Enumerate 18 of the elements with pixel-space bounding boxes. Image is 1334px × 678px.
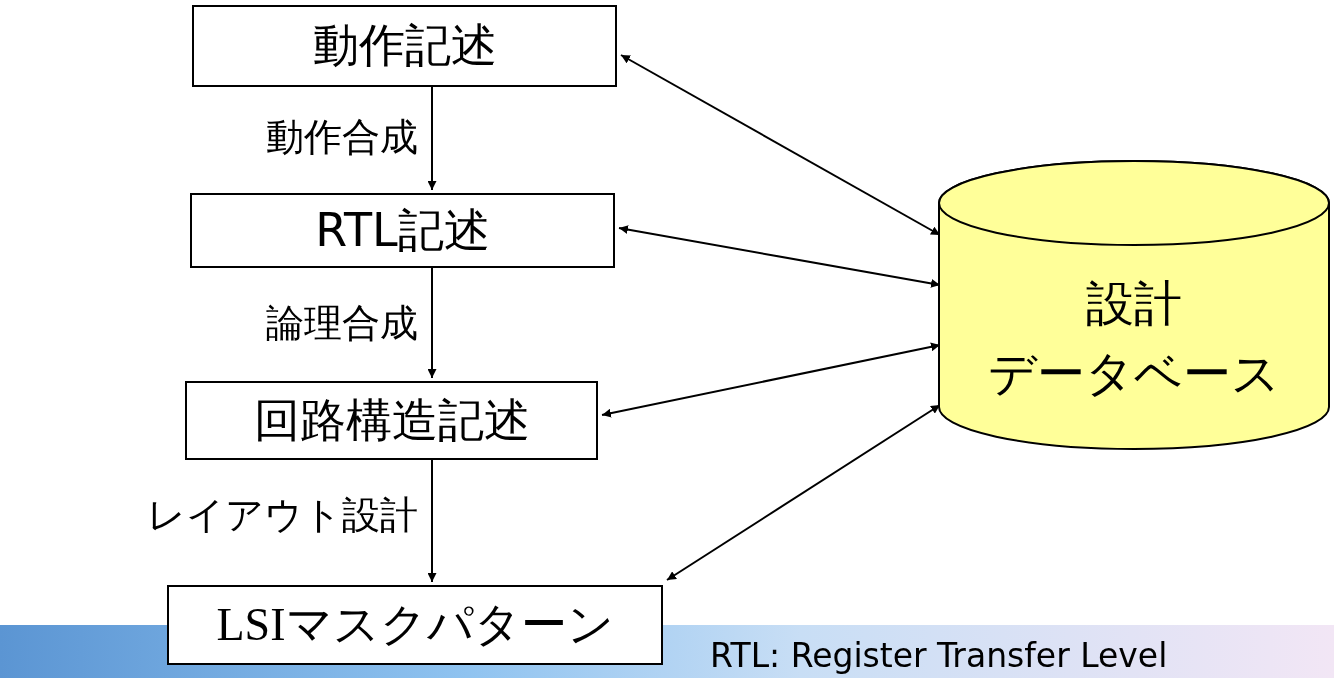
arrow (427, 267, 437, 379)
arrow (601, 342, 941, 418)
edge-label: レイアウト設計 (147, 492, 418, 539)
edge-label: 動作合成 (266, 114, 418, 161)
database-label: 設計 (1085, 274, 1183, 333)
process-box: RTL記述 (190, 193, 615, 268)
database-label: データベース (987, 344, 1281, 403)
process-box: 回路構造記述 (185, 381, 598, 460)
arrow (427, 86, 437, 191)
arrow (666, 404, 941, 581)
database-cylinder (938, 160, 1330, 450)
process-box: 動作記述 (192, 5, 617, 87)
process-box: LSIマスクパターン (167, 585, 663, 665)
arrow (427, 459, 437, 583)
footnote: RTL: Register Transfer Level (710, 636, 1168, 675)
arrow (620, 54, 941, 236)
arrow (618, 225, 941, 288)
edge-label: 論理合成 (266, 300, 418, 347)
